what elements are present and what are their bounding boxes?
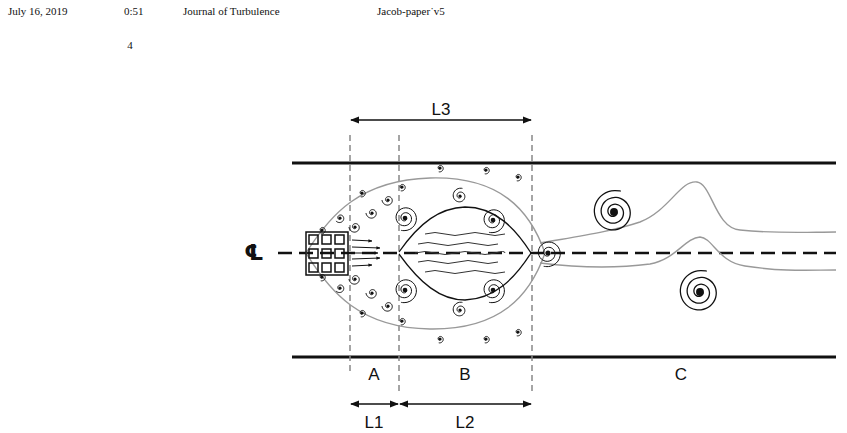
turbulence-lines bbox=[415, 233, 505, 274]
vortex bbox=[320, 227, 325, 233]
vortex-core bbox=[403, 288, 408, 293]
vortex-core bbox=[338, 216, 341, 219]
vortex bbox=[484, 336, 489, 342]
vortex bbox=[516, 329, 521, 335]
vortex bbox=[438, 165, 443, 171]
vortex bbox=[336, 215, 344, 223]
region-label: C bbox=[675, 366, 687, 383]
vortex-core bbox=[386, 304, 389, 307]
vortex-core bbox=[516, 330, 519, 333]
dimension-arrow bbox=[351, 119, 531, 120]
vortex bbox=[320, 274, 325, 280]
vortex-core bbox=[484, 337, 487, 340]
vortex-core bbox=[320, 228, 323, 231]
vortex-core bbox=[400, 185, 403, 188]
region-label: B bbox=[459, 366, 470, 383]
vortex bbox=[396, 208, 416, 231]
vortex-core bbox=[458, 308, 461, 311]
vortex bbox=[400, 318, 405, 324]
vortex bbox=[366, 210, 376, 219]
centerline-symbol: ℄ bbox=[244, 242, 264, 264]
vortex-core bbox=[610, 208, 618, 216]
dimension-arrow bbox=[400, 403, 531, 404]
vortex-core bbox=[353, 277, 356, 280]
vortex-core bbox=[370, 211, 373, 214]
vortex bbox=[453, 188, 465, 202]
dimension-label: L2 bbox=[456, 414, 475, 431]
vortex-core bbox=[696, 288, 704, 296]
vortex-core bbox=[516, 175, 519, 178]
vortex bbox=[594, 191, 630, 230]
vortex bbox=[360, 310, 365, 316]
vortex bbox=[400, 184, 405, 190]
vortex bbox=[366, 290, 376, 299]
vortex bbox=[484, 167, 489, 173]
vortex bbox=[382, 303, 392, 312]
jet-arrow bbox=[352, 240, 380, 266]
vortex bbox=[336, 285, 344, 293]
vortex-core bbox=[438, 337, 441, 340]
vortex-core bbox=[458, 194, 461, 197]
potential-core bbox=[399, 207, 531, 300]
vortex-core bbox=[320, 275, 323, 278]
header-file: Jacob-paper˙v5 bbox=[377, 6, 445, 17]
page-number: 4 bbox=[127, 40, 133, 51]
vortex-core bbox=[400, 319, 403, 322]
shear-layer bbox=[306, 178, 545, 329]
vortices bbox=[320, 165, 716, 342]
vortex bbox=[438, 336, 443, 342]
region-label: A bbox=[368, 366, 379, 383]
dimension-label: L1 bbox=[365, 414, 384, 431]
vortex-core bbox=[360, 191, 363, 194]
vortex bbox=[516, 174, 521, 180]
vortex bbox=[538, 242, 560, 267]
vortex-core bbox=[403, 216, 408, 221]
wake-boundary bbox=[540, 182, 836, 243]
vortex bbox=[396, 280, 416, 303]
channel-wall bbox=[292, 356, 836, 359]
grid bbox=[306, 232, 348, 275]
vortex bbox=[484, 210, 504, 233]
channel-wall bbox=[292, 162, 836, 165]
vortex-core bbox=[545, 250, 550, 255]
header-date: July 16, 2019 bbox=[8, 6, 68, 17]
vortex-core bbox=[491, 218, 496, 223]
vortex-core bbox=[353, 225, 356, 228]
dimension-arrow bbox=[351, 403, 398, 404]
vortex-core bbox=[370, 291, 373, 294]
vortex-core bbox=[360, 311, 363, 314]
header-time: 0:51 bbox=[124, 6, 144, 17]
dimension-label: L3 bbox=[432, 101, 451, 118]
vortex-core bbox=[338, 286, 341, 289]
header-journal: Journal of Turbulence bbox=[183, 6, 280, 17]
vortex bbox=[453, 302, 465, 316]
vortex bbox=[680, 271, 716, 310]
vortex bbox=[484, 280, 504, 303]
vortex bbox=[349, 224, 359, 233]
vortex bbox=[349, 276, 359, 285]
vortex-core bbox=[491, 288, 496, 293]
vortex bbox=[382, 197, 392, 206]
centerline bbox=[278, 252, 836, 255]
vortex-core bbox=[386, 198, 389, 201]
vortex bbox=[360, 190, 365, 196]
vortex-core bbox=[484, 168, 487, 171]
region-divider bbox=[350, 135, 532, 392]
wake-boundary bbox=[540, 237, 836, 270]
vortex-core bbox=[438, 166, 441, 169]
